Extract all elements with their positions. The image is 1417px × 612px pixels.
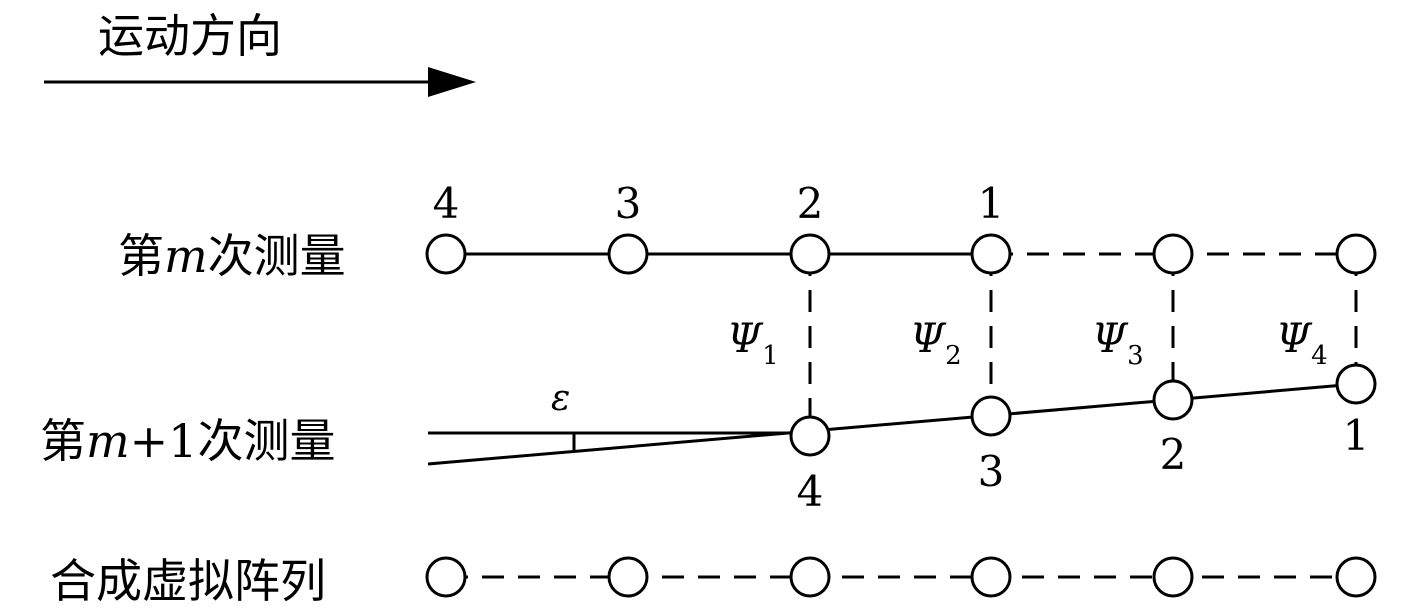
row-m-plus-1-number: 2 bbox=[1160, 430, 1187, 479]
row-m-number: 2 bbox=[797, 179, 824, 228]
psi-label-3: Ψ3 bbox=[1092, 316, 1144, 371]
row-m-node-ghost-a bbox=[1152, 233, 1194, 275]
synthetic-node-4 bbox=[970, 556, 1012, 598]
synthetic-node-5 bbox=[1152, 556, 1194, 598]
row-label-m-plus-1: 第m+1次测量 bbox=[40, 414, 335, 468]
row-m-node-4 bbox=[425, 233, 467, 275]
row-m-plus-1-node-1 bbox=[1335, 363, 1377, 405]
row-m-plus-1-number: 4 bbox=[797, 467, 824, 516]
row-m-number: 4 bbox=[433, 179, 460, 228]
epsilon-label: ε bbox=[551, 378, 570, 419]
row-m-node-1 bbox=[970, 233, 1012, 275]
psi-label-2: Ψ2 bbox=[910, 316, 962, 371]
row-m-node-ghost-b bbox=[1335, 233, 1377, 275]
row-m-plus-1-node-4 bbox=[789, 415, 831, 457]
synthetic-node-3 bbox=[789, 556, 831, 598]
row-label-synthetic: 合成虚拟阵列 bbox=[50, 554, 326, 608]
row-m-node-3 bbox=[607, 233, 649, 275]
row-m-plus-1-number: 1 bbox=[1343, 411, 1370, 460]
row-label-m: 第m次测量 bbox=[118, 229, 346, 283]
row-m-plus-1-tilted-line bbox=[427, 382, 1357, 466]
row-m-number: 3 bbox=[615, 179, 642, 228]
psi-label-4: Ψ4 bbox=[1276, 316, 1328, 371]
synthetic-node-1 bbox=[425, 556, 467, 598]
synthetic-node-2 bbox=[607, 556, 649, 598]
psi-label-1: Ψ1 bbox=[727, 316, 779, 371]
row-m-plus-1-number: 3 bbox=[978, 447, 1005, 496]
row-m-plus-1-node-2 bbox=[1152, 379, 1194, 421]
row-m-number: 1 bbox=[978, 179, 1005, 228]
direction-label: 运动方向 bbox=[98, 9, 282, 63]
synthetic-node-6 bbox=[1335, 556, 1377, 598]
row-m-node-2 bbox=[789, 233, 831, 275]
direction-arrow-head bbox=[428, 67, 476, 97]
row-m-plus-1-node-3 bbox=[970, 395, 1012, 437]
